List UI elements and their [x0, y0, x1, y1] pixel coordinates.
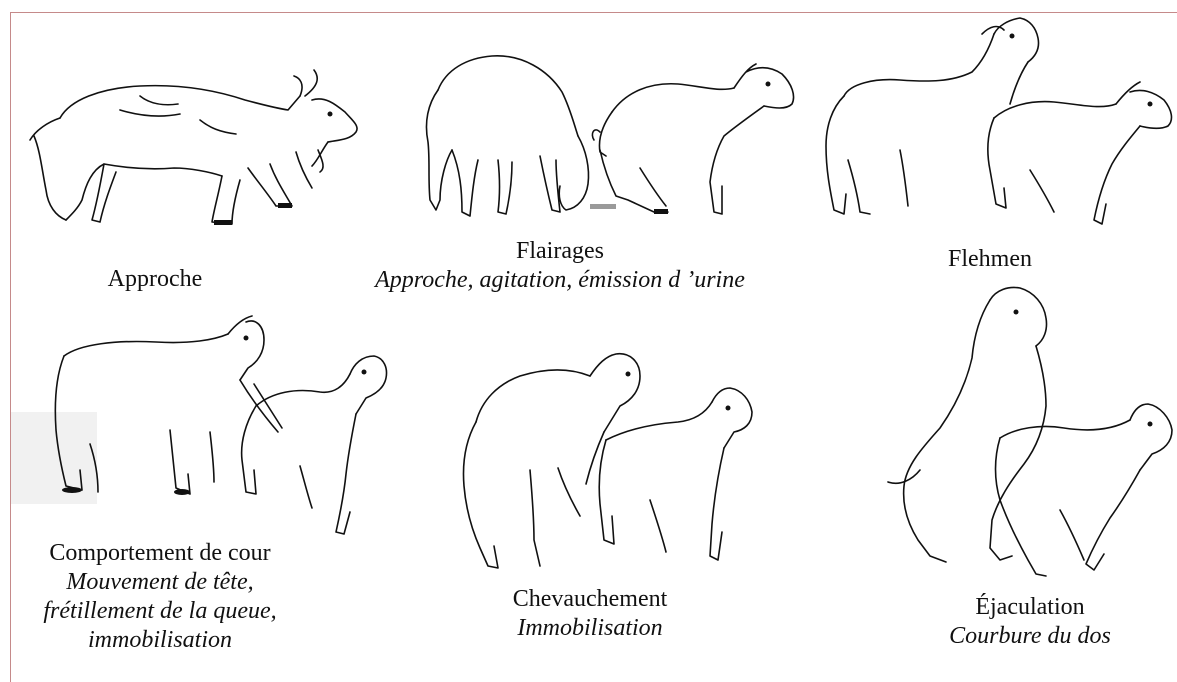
- ejaculation-goats-drawing: [888, 288, 1172, 577]
- flairages-title: Flairages: [300, 236, 820, 266]
- comportement-de-cour-subtitle-line-1: Mouvement de tête,: [20, 568, 300, 597]
- chevauchement-subtitle: Immobilisation: [470, 614, 710, 643]
- flairages-goats-drawing: [426, 56, 793, 216]
- approche-goat-drawing: [30, 70, 357, 225]
- flehmen-goats-drawing: [826, 18, 1171, 224]
- chevauchement-caption: Chevauchement Immobilisation: [470, 584, 710, 643]
- comportement-de-cour-caption: Comportement de cour Mouvement de tête, …: [20, 538, 300, 655]
- approche-caption: Approche: [80, 264, 230, 294]
- chevauchement-title: Chevauchement: [470, 584, 710, 614]
- flairages-caption: Flairages Approche, agitation, émission …: [300, 236, 820, 295]
- comportement-de-cour-subtitle-line-2: frétillement de la queue,: [20, 597, 300, 626]
- flehmen-title: Flehmen: [920, 244, 1060, 274]
- ejaculation-title: Éjaculation: [900, 592, 1160, 622]
- flehmen-caption: Flehmen: [920, 244, 1060, 274]
- approche-title: Approche: [80, 264, 230, 294]
- ejaculation-caption: Éjaculation Courbure du dos: [900, 592, 1160, 651]
- comportement-de-cour-goats-drawing: [55, 316, 386, 534]
- ejaculation-subtitle: Courbure du dos: [900, 622, 1160, 651]
- flairages-subtitle: Approche, agitation, émission d ’urine: [300, 266, 820, 295]
- chevauchement-goats-drawing: [464, 354, 753, 568]
- comportement-de-cour-title: Comportement de cour: [20, 538, 300, 568]
- comportement-de-cour-subtitle-line-3: immobilisation: [20, 626, 300, 655]
